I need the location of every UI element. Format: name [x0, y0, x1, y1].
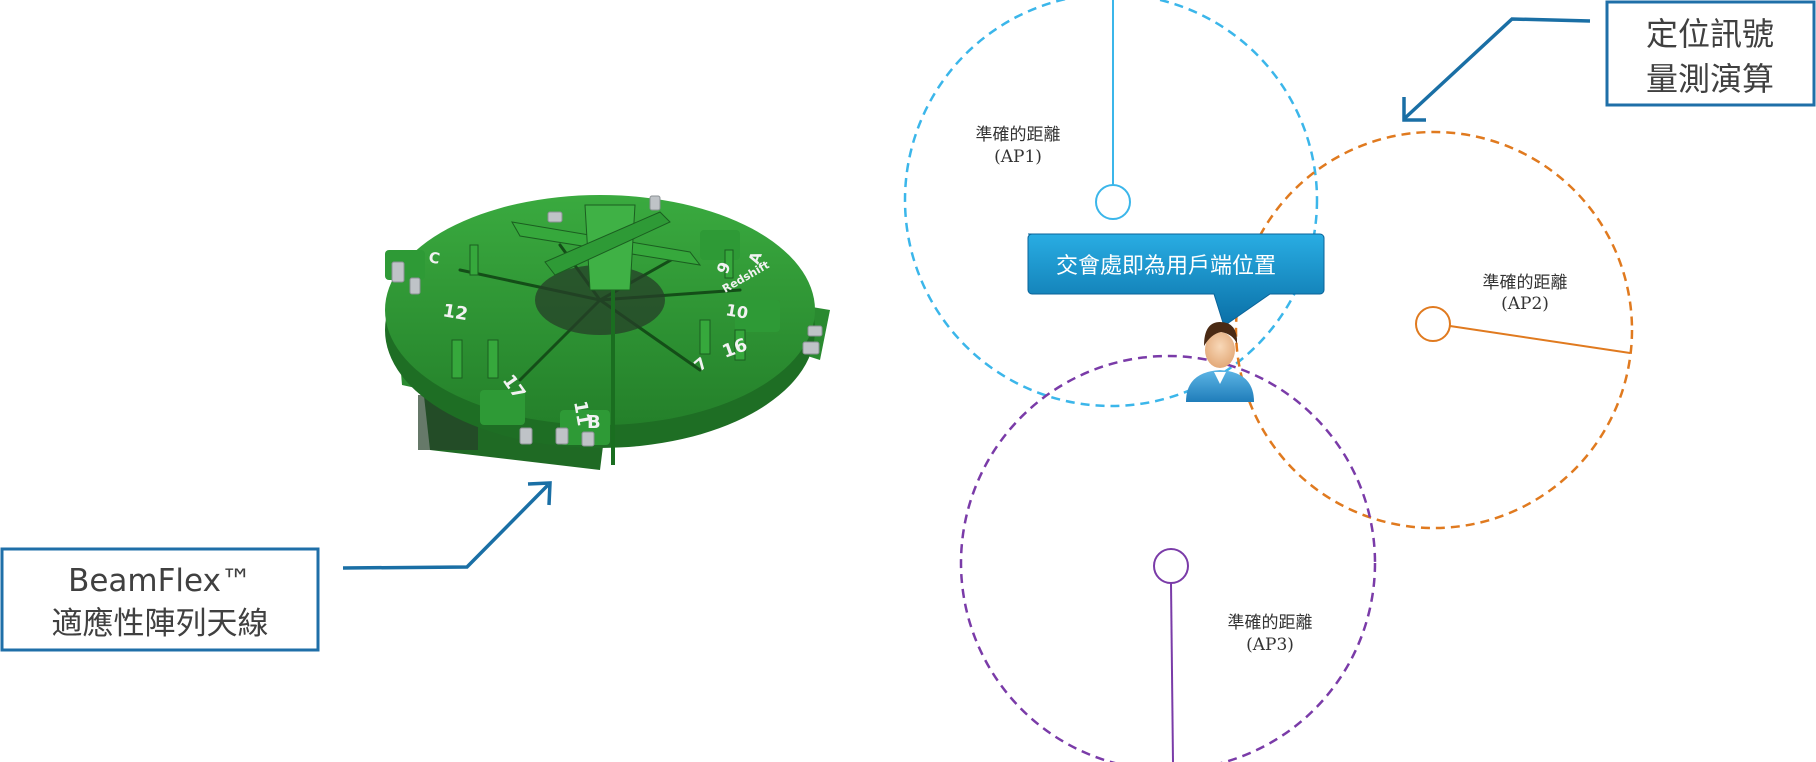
beamflex-line2: 適應性陣列天線 [52, 606, 269, 642]
positioning-line1: 定位訊號 [1646, 15, 1774, 53]
device-label-12: 12 [441, 300, 469, 325]
beamflex-label-box: BeamFlex™ 適應性陣列天線 [0, 547, 320, 652]
beamflex-antenna-device: C 12 17 11 B 16 10 9 A 7 Redshift [385, 195, 830, 470]
ap2-location-marker [1415, 306, 1451, 342]
ap3-label-line2: (AP3) [1246, 635, 1294, 655]
beamflex-arrow [342, 481, 552, 570]
ap2-label-line1: 準確的距離 [1483, 273, 1568, 293]
ap3-label-line1: 準確的距離 [1228, 613, 1313, 633]
ap1-label-line2: (AP1) [994, 147, 1042, 167]
ap2-label-line2: (AP2) [1501, 294, 1549, 314]
positioning-label-box: 定位訊號 量測演算 [1605, 0, 1816, 107]
callout-text: 交會處即為用戶端位置 [1056, 254, 1276, 279]
device-label-11: 11 [569, 399, 594, 427]
ap1-location-marker [1095, 184, 1131, 220]
beamflex-line1: BeamFlex™ [68, 563, 252, 599]
ap2-range-circle [1234, 130, 1634, 530]
device-label-b: B [587, 412, 601, 433]
ap1-range-circle [903, 0, 1319, 408]
positioning-line2: 量測演算 [1646, 60, 1774, 98]
positioning-arrow [1402, 17, 1591, 122]
device-label-10: 10 [724, 300, 749, 323]
intersection-callout: 交會處即為用戶端位置 [1027, 233, 1325, 327]
ap1-label-line1: 準確的距離 [976, 125, 1061, 145]
ap3-location-marker [1153, 548, 1189, 584]
user-icon [1186, 322, 1254, 402]
ap3-range-circle [959, 354, 1377, 762]
device-label-c: C [427, 248, 441, 268]
